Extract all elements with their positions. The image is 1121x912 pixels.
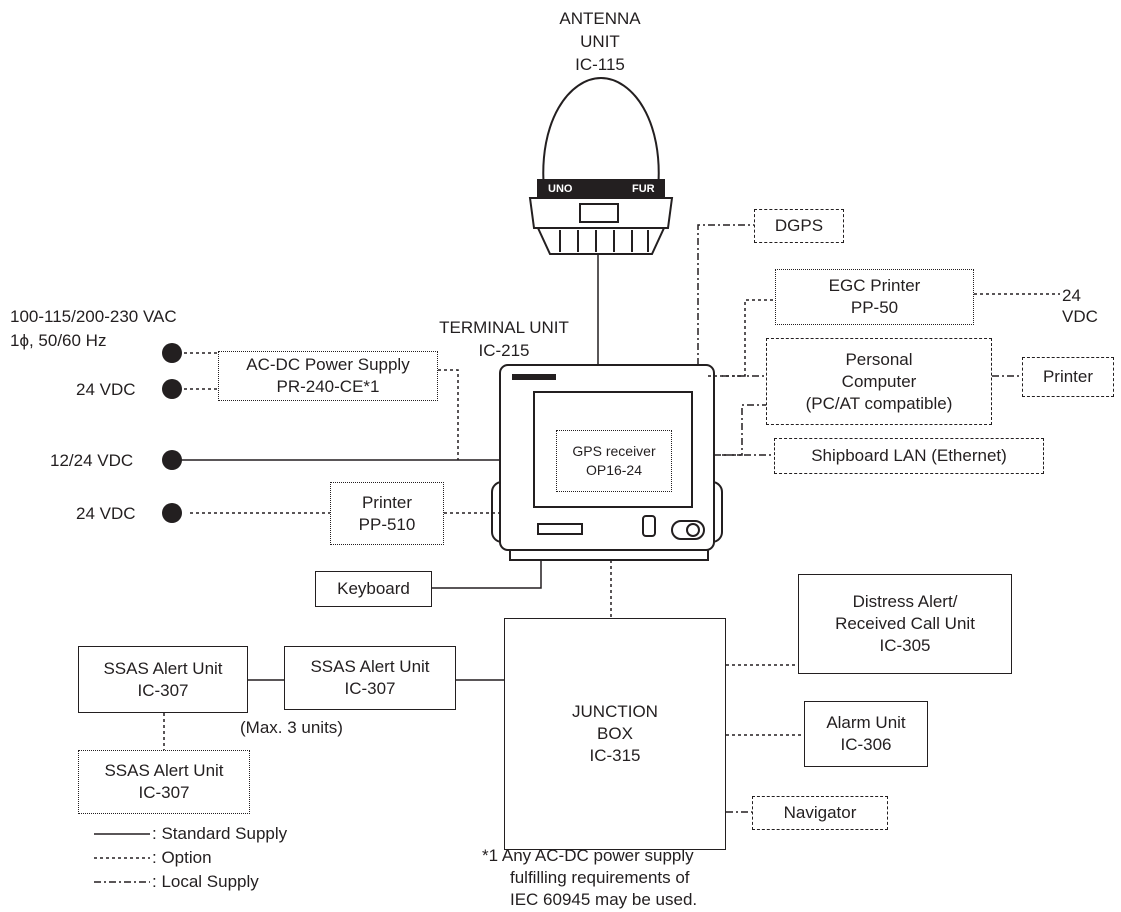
keyboard-label: Keyboard (337, 579, 410, 598)
ac-dc-power-supply-box: AC-DC Power Supply PR-240-CE*1 (218, 351, 438, 401)
printer-power-label: 24 VDC (76, 504, 136, 523)
ssas-max-units-note: (Max. 3 units) (240, 718, 343, 737)
printer-power-terminal-dot (162, 503, 182, 523)
egc-printer-model: PP-50 (850, 298, 899, 317)
egc-printer-box: EGC Printer PP-50 (775, 269, 974, 325)
antenna-brand-right: FUR (632, 183, 655, 195)
psu-dc-input-terminal-dot (162, 379, 182, 399)
pc-printer-label: Printer (1042, 367, 1094, 386)
pc-label-line1: Personal (845, 349, 913, 369)
psu-label: AC-DC Power Supply (246, 355, 410, 374)
footnote-line1: *1 Any AC-DC power supply (482, 846, 694, 865)
main-dc-input-label: 12/24 VDC (50, 451, 134, 470)
printer-pp510-box: Printer PP-510 (330, 482, 444, 545)
footnote-line2: fulfilling requirements of (510, 868, 690, 887)
distress-alert-unit-box: Distress Alert/ Received Call Unit IC-30… (798, 574, 1012, 674)
egc-printer-power-label: 24 VDC (1062, 286, 1098, 326)
navigator-label: Navigator (783, 803, 857, 822)
gps-receiver-box: GPS receiver OP16-24 (556, 430, 672, 492)
alarm-unit-label: Alarm Unit (826, 713, 906, 732)
ssas-alert-unit-box-1: SSAS Alert Unit IC-307 (284, 646, 456, 710)
terminal-label: TERMINAL UNIT (439, 318, 569, 337)
ac-input-label-line1: 100-115/200-230 VAC (10, 307, 177, 326)
printer-pp510-model: PP-510 (358, 514, 416, 534)
junction-box-model: IC-315 (589, 746, 641, 765)
ac-input-terminal-dot (162, 343, 182, 363)
junction-box: JUNCTION BOX IC-315 (504, 618, 726, 850)
pc-printer-box: Printer (1022, 357, 1114, 397)
distress-model: IC-305 (879, 636, 931, 655)
alarm-unit-model: IC-306 (840, 735, 892, 754)
dgps-box: DGPS (754, 209, 844, 243)
ssas-alert-unit-box-2: SSAS Alert Unit IC-307 (78, 646, 248, 713)
standard-supply-lines (94, 254, 599, 835)
ssas-model: IC-307 (137, 680, 189, 700)
psu-dc-input-label: 24 VDC (76, 380, 136, 399)
antenna-unit-illustration (528, 76, 674, 255)
ssas-model: IC-307 (344, 679, 396, 698)
local-supply-lines (94, 224, 1022, 883)
antenna-brand-left: UNO (548, 183, 573, 195)
legend-local-supply: : Local Supply (152, 872, 259, 891)
legend-option: : Option (152, 848, 212, 867)
shipboard-lan-box: Shipboard LAN (Ethernet) (774, 438, 1044, 474)
terminal-logo (512, 374, 556, 380)
psu-model: PR-240-CE*1 (276, 377, 380, 396)
ssas-label: SSAS Alert Unit (103, 658, 223, 678)
pc-label-line3: (PC/AT compatible) (805, 393, 953, 413)
keyboard-box: Keyboard (315, 571, 432, 607)
terminal-model: IC-215 (478, 341, 530, 360)
footnote-line3: IEC 60945 may be used. (510, 890, 698, 909)
antenna-model: IC-115 (575, 55, 625, 74)
ssas-label: SSAS Alert Unit (310, 657, 430, 676)
antenna-label-line2: UNIT (580, 32, 620, 51)
distress-label-line2: Received Call Unit (835, 614, 975, 633)
distress-label-line1: Distress Alert/ (852, 592, 958, 611)
ssas-alert-unit-box-3: SSAS Alert Unit IC-307 (78, 750, 250, 814)
navigator-box: Navigator (752, 796, 888, 830)
ac-input-label-line2: 1ϕ, 50/60 Hz (10, 331, 107, 350)
pc-label-line2: Computer (841, 371, 917, 391)
egc-printer-label: EGC Printer (828, 276, 921, 295)
personal-computer-box: Personal Computer (PC/AT compatible) (766, 338, 992, 425)
alarm-unit-box: Alarm Unit IC-306 (804, 701, 928, 767)
gps-receiver-label: GPS receiver (572, 443, 656, 459)
main-dc-input-terminal-dot (162, 450, 182, 470)
legend-standard-supply: : Standard Supply (152, 824, 288, 843)
shipboard-lan-label: Shipboard LAN (Ethernet) (811, 446, 1007, 465)
printer-pp510-label: Printer (361, 492, 413, 512)
ssas-label: SSAS Alert Unit (104, 761, 224, 780)
junction-box-label-line1: JUNCTION (572, 702, 658, 721)
junction-box-label-line2: BOX (597, 724, 633, 743)
antenna-label-line1: ANTENNA (559, 9, 641, 28)
ssas-model: IC-307 (138, 783, 190, 802)
gps-receiver-model: OP16-24 (585, 462, 643, 478)
dgps-label: DGPS (774, 216, 824, 235)
